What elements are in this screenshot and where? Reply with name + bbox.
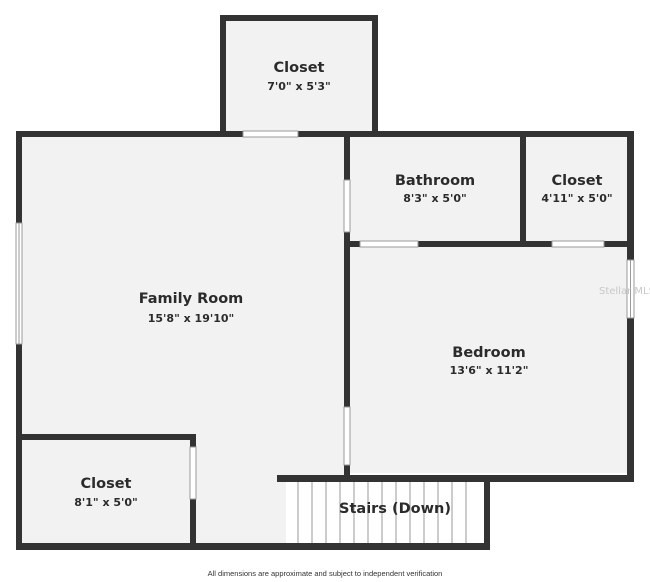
stairs-label: Stairs (Down) xyxy=(339,501,451,517)
closet-top-dimensions: 7'0" x 5'3" xyxy=(267,80,331,93)
watermark: Stellar MLS xyxy=(599,286,650,297)
closet-bottom-dimensions: 8'1" x 5'0" xyxy=(74,496,138,509)
stairs xyxy=(286,481,485,543)
bedroom-name: Bedroom xyxy=(452,345,525,361)
bathroom-name: Bathroom xyxy=(395,173,475,189)
closet-bottom-name: Closet xyxy=(81,476,132,492)
family-room-dimensions: 15'8" x 19'10" xyxy=(148,312,235,325)
closet-top-name: Closet xyxy=(274,60,325,76)
closet-right-dimensions: 4'11" x 5'0" xyxy=(541,192,612,205)
footnote: All dimensions are approximate and subje… xyxy=(207,569,443,578)
window-lines xyxy=(18,223,631,344)
closet-right-name: Closet xyxy=(552,173,603,189)
bedroom-dimensions: 13'6" x 11'2" xyxy=(450,364,529,377)
bathroom-dimensions: 8'3" x 5'0" xyxy=(403,192,467,205)
floor-fills xyxy=(22,21,627,543)
family-room-name: Family Room xyxy=(139,291,244,307)
